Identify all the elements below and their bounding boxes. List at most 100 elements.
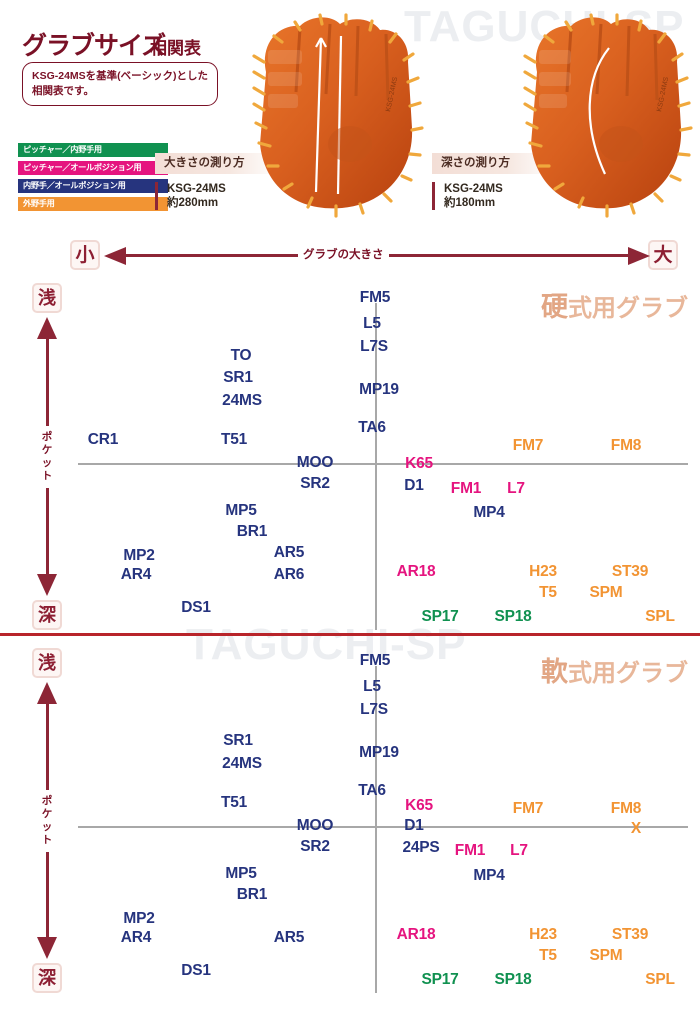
- model-label: L7: [507, 480, 525, 497]
- section-title-hardball-tail: 式用グラブ: [568, 295, 688, 322]
- model-label: MP5: [225, 502, 257, 519]
- header: グラブサイズ 相関表 KSG-24MSを基準(ベーシック)とした相関表です。 ピ…: [0, 0, 700, 232]
- measure-size-title: 大きさの測り方: [155, 153, 280, 174]
- legend-item-infield-allposition: 内野手／オールポジション用: [18, 179, 168, 193]
- model-label: K65: [405, 797, 433, 814]
- model-label: FM1: [454, 842, 486, 859]
- model-label: T51: [220, 431, 248, 448]
- model-label: TO: [230, 347, 252, 364]
- model-label: SP18: [494, 608, 532, 625]
- pocket-axis-title-top: ポケット: [39, 425, 55, 488]
- guide-vertical-bottom: [375, 666, 377, 993]
- model-label: BR1: [236, 886, 268, 903]
- pocket-axis-shallow-label-top: 浅: [32, 283, 62, 313]
- size-axis-arrow-left: [104, 247, 126, 265]
- pocket-axis-bottom: 浅 深 ポケット: [26, 648, 70, 993]
- note-box: KSG-24MSを基準(ベーシック)とした相関表です。: [22, 62, 218, 106]
- model-label: L7S: [360, 338, 388, 355]
- model-label: MOO: [296, 817, 334, 834]
- model-label: SPM: [589, 947, 623, 964]
- legend-item-pitcher-infield: ピッチャー／内野手用: [18, 143, 168, 157]
- section-title-softball: 軟式用グラブ: [541, 650, 688, 689]
- model-label: AR18: [396, 563, 436, 580]
- model-label: MP19: [359, 744, 399, 761]
- guide-vertical-top: [375, 303, 377, 630]
- section-title-hardball-head: 硬: [541, 292, 568, 322]
- model-label: SP17: [421, 971, 459, 988]
- model-label: ST39: [611, 563, 649, 580]
- model-label: T5: [539, 584, 557, 601]
- size-axis-arrow-right: [628, 247, 650, 265]
- pocket-axis-arrow-up-bottom: [37, 682, 57, 704]
- legend: ピッチャー／内野手用 ピッチャー／オールポジション用 内野手／オールポジション用…: [18, 143, 168, 215]
- guide-horizontal-top: [78, 463, 688, 465]
- legend-item-outfield: 外野手用: [18, 197, 168, 211]
- model-label: SPM: [589, 584, 623, 601]
- model-label: FM1: [450, 480, 482, 497]
- measure-depth-title: 深さの測り方: [432, 153, 557, 174]
- glove-photo-depth: KSG-24MS: [513, 8, 700, 220]
- measure-size-body: KSG-24MS 約280mm: [155, 182, 280, 210]
- model-label: MOO: [296, 454, 334, 471]
- model-label: T5: [539, 947, 557, 964]
- model-label: 24MS: [222, 755, 262, 772]
- model-label: T51: [220, 794, 248, 811]
- model-label: 24MS: [222, 392, 262, 409]
- model-label: AR4: [120, 929, 152, 946]
- measure-depth-value: 約180mm: [444, 197, 496, 209]
- model-label: D1: [404, 817, 424, 834]
- model-label: SP17: [421, 608, 459, 625]
- model-label: AR4: [120, 566, 152, 583]
- pocket-axis-shallow-label-bottom: 浅: [32, 648, 62, 678]
- model-label: MP2: [123, 547, 155, 564]
- model-label: ST39: [611, 926, 649, 943]
- model-label: FM7: [512, 800, 544, 817]
- model-label: SR2: [300, 475, 330, 492]
- guide-horizontal-bottom: [78, 826, 688, 828]
- measure-depth-model: KSG-24MS: [444, 183, 503, 195]
- section-title-hardball: 硬式用グラブ: [541, 285, 688, 324]
- model-label: FM8: [610, 800, 642, 817]
- model-label: D1: [404, 477, 424, 494]
- model-label: K65: [405, 455, 433, 472]
- model-label: SR2: [300, 838, 330, 855]
- model-label: SPL: [645, 608, 675, 625]
- model-label: X: [630, 820, 642, 837]
- model-label: MP4: [473, 504, 505, 521]
- model-label: TA6: [358, 782, 386, 799]
- measure-size-value: 約280mm: [167, 197, 219, 209]
- model-label: SPL: [645, 971, 675, 988]
- legend-item-pitcher-allposition: ピッチャー／オールポジション用: [18, 161, 168, 175]
- model-label: AR18: [396, 926, 436, 943]
- model-label: FM7: [512, 437, 544, 454]
- model-label: FM8: [610, 437, 642, 454]
- model-label: L7: [510, 842, 528, 859]
- size-axis: 小 大 グラブの大きさ: [0, 240, 700, 280]
- model-label: CR1: [87, 431, 119, 448]
- section-divider: [0, 633, 700, 636]
- model-label: FM5: [359, 289, 391, 306]
- model-label: L7S: [360, 701, 388, 718]
- model-label: AR5: [273, 929, 305, 946]
- pocket-axis-arrow-down-bottom: [37, 937, 57, 959]
- model-label: H23: [529, 563, 557, 580]
- size-axis-big-label: 大: [648, 240, 678, 270]
- model-label: TA6: [358, 419, 386, 436]
- pocket-axis-deep-label-top: 深: [32, 600, 62, 630]
- measure-size-model: KSG-24MS: [167, 183, 226, 195]
- pocket-axis-deep-label-bottom: 深: [32, 963, 62, 993]
- model-label: SP18: [494, 971, 532, 988]
- measure-depth-body: KSG-24MS 約180mm: [432, 182, 557, 210]
- model-label: L5: [363, 315, 381, 332]
- model-label: H23: [529, 926, 557, 943]
- size-axis-small-label: 小: [70, 240, 100, 270]
- model-label: MP19: [359, 381, 399, 398]
- model-label: DS1: [181, 599, 211, 616]
- model-label: L5: [363, 678, 381, 695]
- page-subtitle: 相関表: [150, 39, 201, 58]
- pocket-axis-arrow-up-top: [37, 317, 57, 339]
- model-label: MP4: [473, 867, 505, 884]
